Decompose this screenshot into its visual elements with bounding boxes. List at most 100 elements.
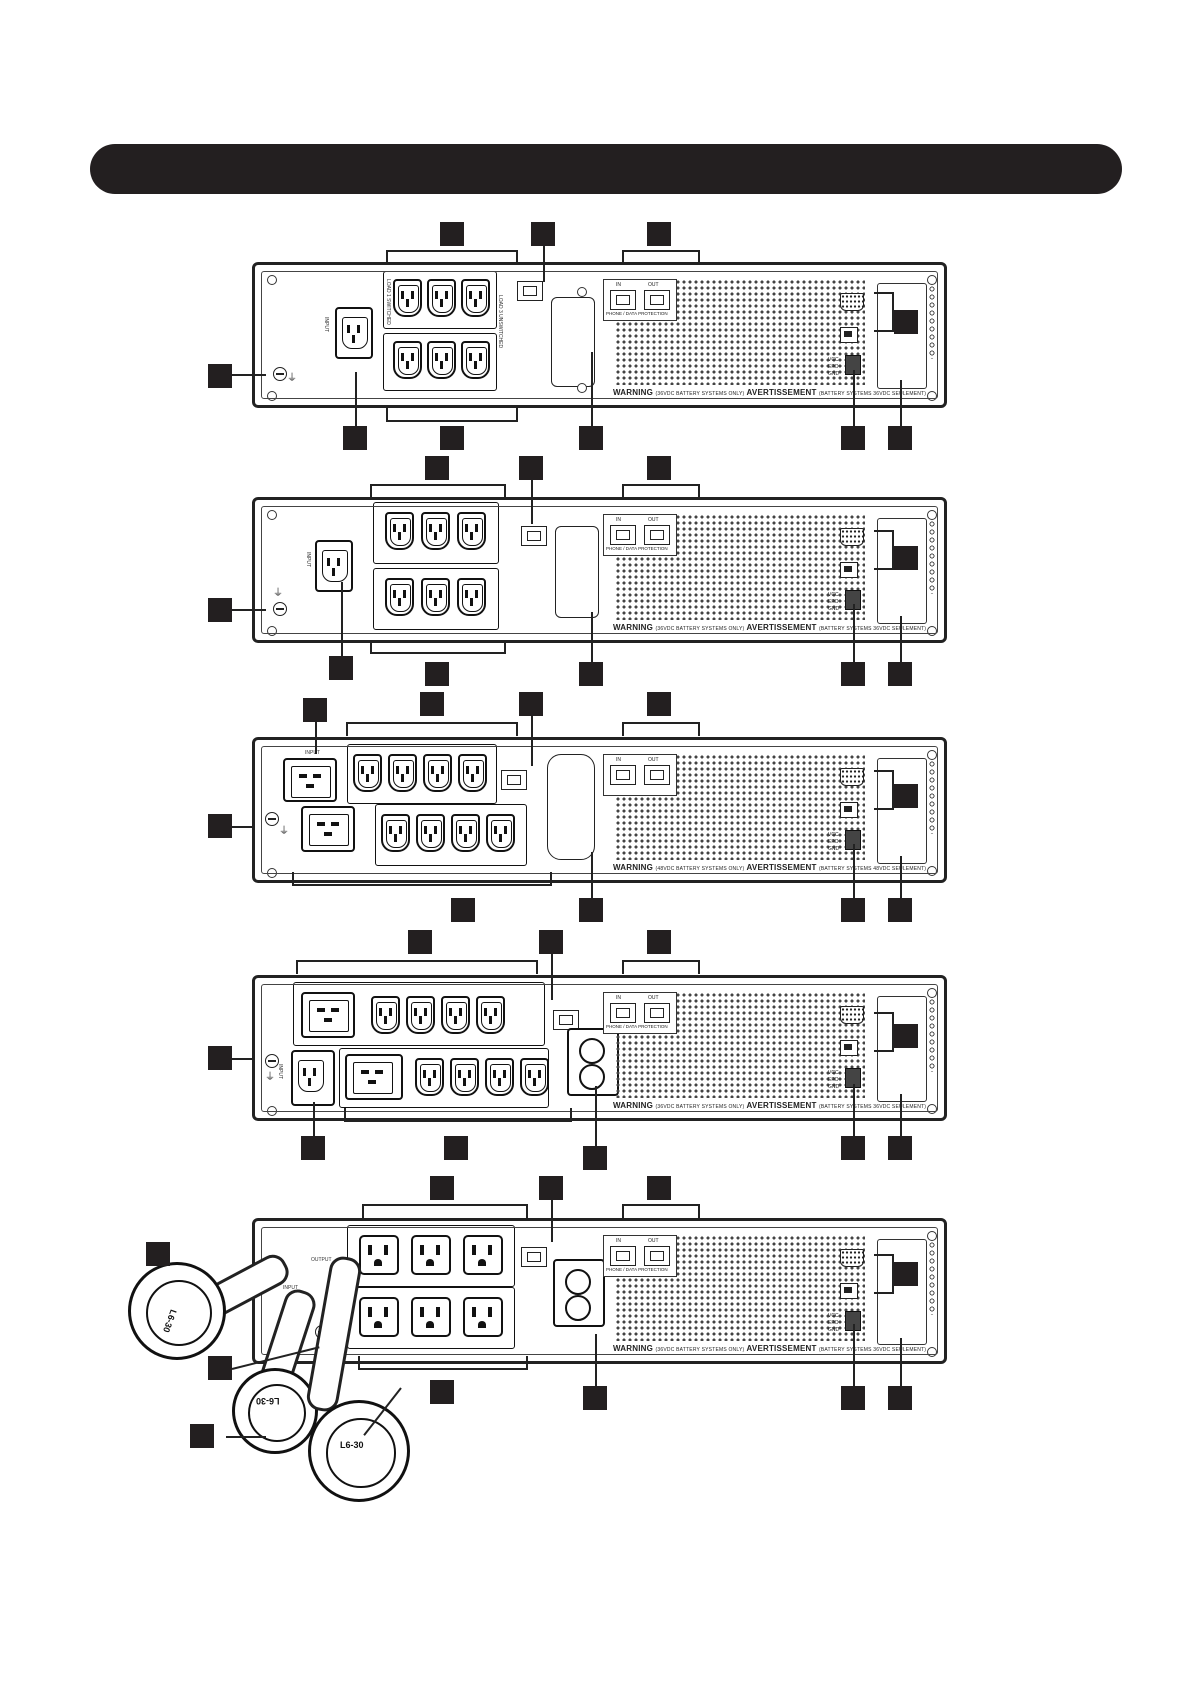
screw [267, 1106, 277, 1116]
network-port [521, 526, 547, 546]
battery-connector [555, 526, 599, 618]
plug-label: L6-30 [256, 1396, 280, 1406]
leader-line [543, 244, 545, 282]
bracket [874, 530, 894, 570]
phone-in-label: IN [616, 517, 621, 523]
callout-marker [329, 656, 353, 680]
leader-line [900, 616, 902, 664]
screw [267, 626, 277, 636]
outlet [461, 341, 490, 379]
leader-line [355, 372, 357, 426]
callout-marker [208, 1356, 232, 1380]
battery-connector [567, 1028, 619, 1096]
usb-port [840, 1040, 858, 1056]
leader-line [853, 604, 855, 664]
bracket [874, 292, 894, 332]
callout-marker [343, 426, 367, 450]
leader-line [595, 1086, 597, 1146]
input-label: INPUT [323, 317, 329, 332]
header-bar [90, 144, 1122, 194]
callout-marker [539, 930, 563, 954]
phone-out-port [644, 1003, 670, 1023]
output-plug [128, 1262, 226, 1360]
outlet [485, 1058, 514, 1096]
usb-port [840, 1283, 858, 1299]
phone-in-port [610, 525, 636, 545]
callout-marker [841, 1386, 865, 1410]
battery-warning: WARNING (36VDC BATTERY SYSTEMS ONLY) AVE… [613, 1101, 927, 1110]
network-port [553, 1010, 579, 1030]
input-inlet [283, 758, 337, 802]
vcc-label: VCC [828, 1070, 839, 1076]
outlet [393, 341, 422, 379]
usb-port [840, 327, 858, 343]
phone-data-protection: IN OUT PHONE / DATA PROTECTION [603, 279, 677, 321]
serial-port [840, 293, 864, 311]
phone-data-label: PHONE / DATA PROTECTION [606, 1267, 668, 1272]
bracket [622, 722, 700, 736]
leader-line [232, 374, 266, 376]
outlet [461, 279, 490, 317]
outlet [427, 341, 456, 379]
leader-line [232, 609, 266, 611]
callout-marker [539, 1176, 563, 1200]
outlet [381, 814, 410, 852]
outlet [393, 279, 422, 317]
screw [927, 1231, 937, 1241]
phone-out-label: OUT [648, 1238, 659, 1244]
vcc-label: VCC [828, 1313, 839, 1319]
screw [927, 626, 937, 636]
outlet [486, 814, 515, 852]
serial-port [840, 768, 864, 786]
callout-marker [579, 426, 603, 450]
callout-marker [303, 698, 327, 722]
callout-marker [519, 692, 543, 716]
callout-marker [894, 1262, 918, 1286]
leader-line [900, 856, 902, 898]
outlet [427, 279, 456, 317]
outlet [415, 1058, 444, 1096]
phone-out-port [644, 1246, 670, 1266]
input-label: INPUT [283, 1285, 298, 1291]
outlet [421, 578, 450, 616]
callout-marker [444, 1136, 468, 1160]
phone-in-label: IN [616, 1238, 621, 1244]
leader-line [531, 716, 533, 766]
bracket [874, 770, 894, 810]
screw [927, 1347, 937, 1357]
leader-line [551, 954, 553, 1000]
callout-marker [146, 1242, 170, 1266]
load1-label: LOAD 1 SWITCHED [385, 279, 391, 325]
bracket [346, 722, 518, 736]
phone-out-label: OUT [648, 282, 659, 288]
screw-column [929, 1241, 935, 1315]
callout-marker [888, 1386, 912, 1410]
callout-marker [208, 364, 232, 388]
outlet [476, 996, 505, 1034]
input-label: INPUT [305, 750, 320, 756]
phone-out-label: OUT [648, 517, 659, 523]
outlet [457, 512, 486, 550]
battery-warning: WARNING (36VDC BATTERY SYSTEMS ONLY) AVE… [613, 623, 927, 632]
ups-rear-panel-1: ⏚ INPUT LOAD 1 SWITCHED LOAD 3 UNSWITCHE… [252, 262, 947, 408]
battery-connector [553, 1259, 605, 1327]
plug-label: L6-30 [340, 1440, 364, 1450]
network-port [517, 281, 543, 301]
callout-marker [841, 426, 865, 450]
outlet [451, 814, 480, 852]
callout-marker [888, 898, 912, 922]
callout-marker [440, 426, 464, 450]
epo-label: EPO [828, 364, 839, 370]
callout-marker [894, 1024, 918, 1048]
callout-marker [440, 222, 464, 246]
bracket [296, 960, 538, 974]
phone-out-label: OUT [648, 757, 659, 763]
serial-port [840, 1006, 864, 1024]
leader-line [900, 1338, 902, 1386]
ups-rear-panel-5: OUTPUT INPUT IN OUT PHONE / DATA PROTECT… [252, 1218, 947, 1364]
leader-line [315, 718, 317, 754]
serial-port [840, 1249, 864, 1267]
callout-marker [190, 1424, 214, 1448]
callout-marker [841, 662, 865, 686]
bracket [386, 250, 518, 264]
